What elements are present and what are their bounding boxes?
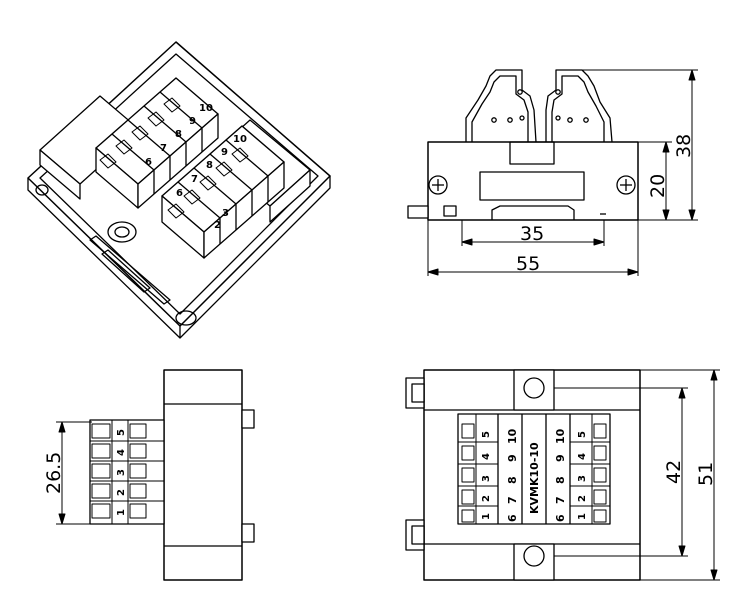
mount-hole-icon: [175, 310, 197, 326]
iso2-label-6: 6: [176, 188, 183, 199]
screw-icon: [616, 175, 636, 195]
dimension-20: [638, 141, 672, 221]
dimension-26-5: [56, 421, 92, 525]
dim-label-26-5: 26.5: [43, 452, 65, 494]
iso2-label-7: 7: [191, 174, 198, 185]
iso-label-9: 9: [189, 116, 196, 127]
top-label-right-10: 10: [554, 428, 567, 444]
side-label-5: 5: [116, 429, 127, 436]
terminal-bank-rear: [95, 77, 219, 209]
dim-label-55: 55: [516, 253, 540, 275]
top-label-left-7: 7: [506, 496, 519, 504]
side-label-1: 1: [116, 509, 127, 516]
side-label-3: 3: [116, 469, 127, 476]
iso2-label-9: 9: [221, 147, 228, 158]
dimension-51: [640, 369, 720, 581]
mount-hole-icon: [35, 184, 49, 196]
front-view: 35 55 20 38: [407, 69, 698, 276]
side-label-4: 4: [116, 449, 127, 456]
top-view: 10 9 8 7 6 KVMK10-10 10 9 8 7 6 5 4 3 2 …: [405, 369, 720, 581]
top-label-right-8: 8: [554, 476, 567, 484]
top-small-1: 1: [481, 513, 492, 520]
mount-hole-icon: [107, 221, 137, 243]
top-label-right-9: 9: [554, 454, 567, 462]
top-small-5: 5: [481, 431, 492, 438]
screw-icon: [428, 175, 448, 195]
dimension-55: [427, 220, 639, 276]
dim-label-38: 38: [673, 134, 695, 158]
iso-label-10: 10: [199, 103, 213, 114]
isometric-view: 6 7 8 9 10 6 7 8 9 10 3 2: [27, 41, 331, 339]
top-small-r5: 5: [577, 431, 588, 438]
top-label-right-7: 7: [554, 496, 567, 504]
iso2-label-10: 10: [233, 134, 247, 145]
top-label-left-10: 10: [506, 428, 519, 444]
model-label: KVMK10-10: [528, 442, 541, 514]
iso2-label-2: 2: [214, 220, 221, 231]
dim-label-20: 20: [647, 174, 669, 198]
top-small-r2: 2: [577, 495, 588, 502]
top-small-2: 2: [481, 495, 492, 502]
dim-label-51: 51: [695, 462, 717, 486]
dimension-35: [461, 220, 605, 246]
terminal-bank-front: [161, 125, 285, 259]
top-label-right-6: 6: [554, 514, 567, 522]
top-label-left-9: 9: [506, 454, 519, 462]
top-small-3: 3: [481, 475, 492, 482]
top-label-left-6: 6: [506, 514, 519, 522]
dimension-42: [554, 387, 688, 557]
mount-hole-icon: [523, 545, 545, 567]
top-small-r1: 1: [577, 513, 588, 520]
mount-hole-icon: [523, 377, 545, 399]
dim-label-35: 35: [520, 223, 544, 245]
iso-label-6: 6: [145, 157, 152, 168]
side-view: 5 4 3 2 1 26.5: [43, 369, 255, 581]
iso-label-8: 8: [175, 129, 182, 140]
iso2-label-3: 3: [222, 208, 229, 219]
top-label-left-8: 8: [506, 476, 519, 484]
top-small-4: 4: [481, 453, 492, 460]
dimension-38: [582, 69, 698, 221]
iso2-label-8: 8: [206, 160, 213, 171]
iso-label-7: 7: [160, 143, 167, 154]
top-small-r4: 4: [577, 453, 588, 460]
top-small-r3: 3: [577, 475, 588, 482]
dim-label-42: 42: [663, 460, 685, 484]
side-label-2: 2: [116, 489, 127, 496]
